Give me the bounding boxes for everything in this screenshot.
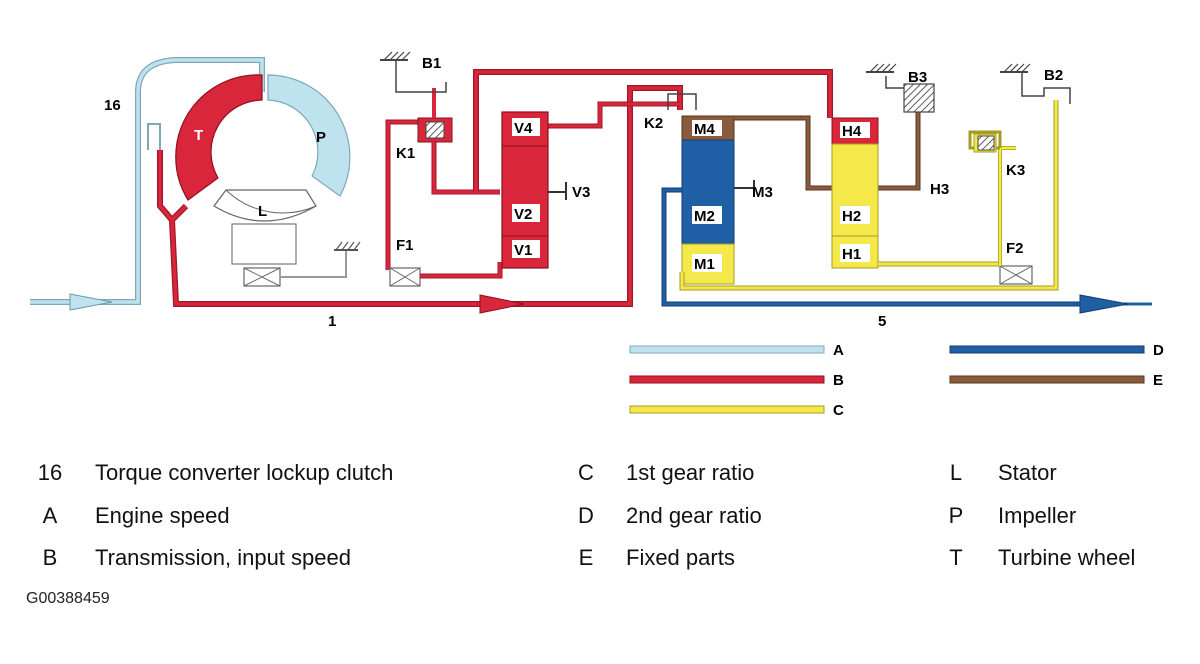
first-gear-line [679,63,1071,291]
fixed-parts-line [734,63,935,191]
key-letter-c: C [833,402,844,419]
legend-key: P [948,503,964,528]
label-l: L [258,203,267,220]
label-v2: V2 [514,206,532,223]
label-16: 16 [104,97,121,114]
label-b3: B3 [908,69,927,86]
key-line-e [949,375,1145,384]
legend-desc: Fixed parts [626,545,735,570]
label-k1: K1 [396,145,415,162]
line-color-key: A B C D E [629,342,1164,419]
input-shaft-line [169,51,833,314]
legend-key: B [42,545,58,570]
label-b1: B1 [422,55,441,72]
key-line-b [629,375,825,384]
label-input-shaft: 1 [328,313,336,330]
legend-desc: Impeller [998,503,1077,528]
legend-desc: 2nd gear ratio [626,503,762,528]
label-v1: V1 [514,242,532,259]
legend-key: 16 [37,460,63,485]
label-h2: H2 [842,208,861,225]
label-h4: H4 [842,123,862,140]
legend-desc: Torque converter lockup clutch [95,460,394,485]
legend-desc: Stator [998,460,1057,485]
legend-key: E [578,545,594,570]
key-line-d [949,345,1145,354]
legend-key: D [578,503,594,528]
label-v3: V3 [572,184,590,201]
label-m3: M3 [752,184,773,201]
component-labels: 16 T P L B1 K1 F1 V4 V3 V2 V1 K2 M4 M3 M… [104,55,1063,330]
key-letter-e: E [1153,372,1163,389]
legend-key: C [578,460,594,485]
transmission-power-flow-diagram: A B C D E 16 T P L B1 K1 F1 V4 V3 V2 V1 … [30,51,1164,419]
label-output-shaft: 5 [878,313,886,330]
key-line-a [629,345,825,354]
planetary-set-v [501,111,567,269]
label-p: P [316,129,326,146]
legend-key: T [949,545,963,570]
label-m1: M1 [694,256,715,273]
label-k2: K2 [644,115,663,132]
figure-id: G00388459 [26,590,110,607]
label-f2: F2 [1006,240,1024,257]
key-letter-a: A [833,342,844,359]
legend-desc: Transmission, input speed [95,545,351,570]
label-m4: M4 [694,121,715,138]
key-line-c [629,405,825,414]
label-f1: F1 [396,237,414,254]
legend: 16 Torque converter lockup clutch A Engi… [0,452,1200,582]
legend-key: A [42,503,58,528]
label-t: T [194,127,203,144]
legend-key: L [949,460,963,485]
key-letter-d: D [1153,342,1164,359]
legend-desc: Engine speed [95,503,230,528]
label-h1: H1 [842,246,861,263]
legend-desc: 1st gear ratio [626,460,755,485]
label-k3: K3 [1006,162,1025,179]
key-letter-b: B [833,372,844,389]
legend-desc: Turbine wheel [998,545,1136,570]
torque-converter [157,74,361,287]
engine-input-line [30,57,265,311]
label-v4: V4 [514,120,533,137]
label-m2: M2 [694,208,715,225]
planetary-set-m [661,93,1152,314]
label-h3: H3 [930,181,949,198]
label-b2: B2 [1044,67,1063,84]
planetary-set-h [831,117,879,269]
